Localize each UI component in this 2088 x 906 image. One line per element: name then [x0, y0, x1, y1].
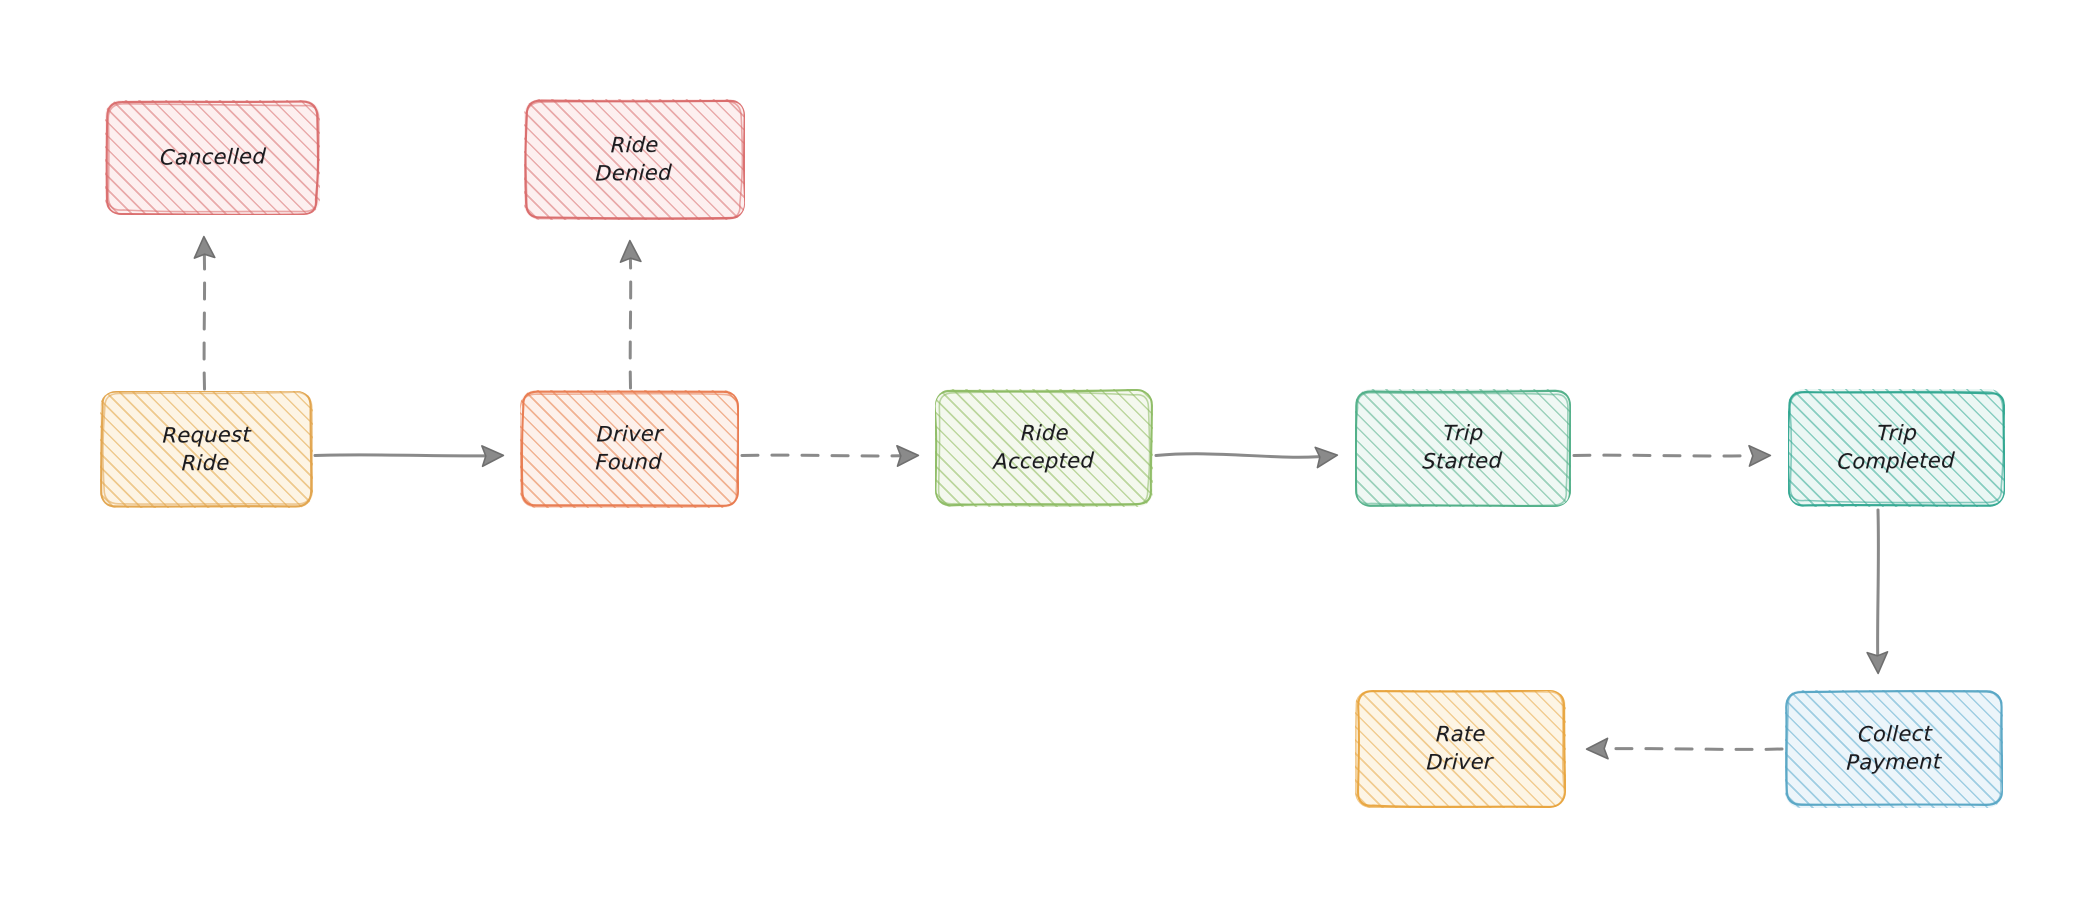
- node-trip-started-label: Trip Started: [1422, 421, 1503, 474]
- edge-ride-accepted-to-trip-started: [1154, 446, 1339, 469]
- edge-collect-payment-to-rate-driver: [1585, 737, 1784, 760]
- node-trip-completed[interactable]: Trip Completed: [1788, 389, 2005, 507]
- edge-request-ride-to-driver-found: [313, 445, 505, 468]
- node-rate-driver[interactable]: Rate Driver: [1355, 690, 1566, 808]
- node-ride-accepted-label: Ride Accepted: [992, 420, 1095, 474]
- node-request-ride[interactable]: Request Ride: [100, 391, 313, 508]
- node-collect-payment-label: Collect Payment: [1845, 721, 1942, 775]
- node-collect-payment[interactable]: Collect Payment: [1785, 690, 2003, 808]
- node-ride-denied-label: Ride Denied: [595, 132, 673, 185]
- edge-trip-started-to-trip-completed: [1572, 444, 1772, 467]
- edge-driver-found-to-ride-accepted: [740, 444, 920, 467]
- edge-driver-found-to-ride-denied: [619, 239, 642, 390]
- node-ride-denied[interactable]: Ride Denied: [524, 99, 745, 220]
- node-trip-completed-label: Trip Completed: [1836, 421, 1956, 474]
- node-cancelled[interactable]: Cancelled: [105, 100, 320, 215]
- node-request-ride-label: Request Ride: [162, 422, 252, 475]
- node-trip-started[interactable]: Trip Started: [1355, 389, 1571, 507]
- node-ride-accepted[interactable]: Ride Accepted: [935, 389, 1153, 507]
- node-driver-found-label: Driver Found: [595, 421, 664, 475]
- edge-trip-completed-to-collect-payment: [1866, 508, 1889, 675]
- edge-request-ride-to-cancelled: [193, 235, 216, 391]
- node-rate-driver-label: Rate Driver: [1426, 721, 1494, 775]
- node-cancelled-label: Cancelled: [159, 143, 267, 170]
- node-driver-found[interactable]: Driver Found: [520, 390, 739, 508]
